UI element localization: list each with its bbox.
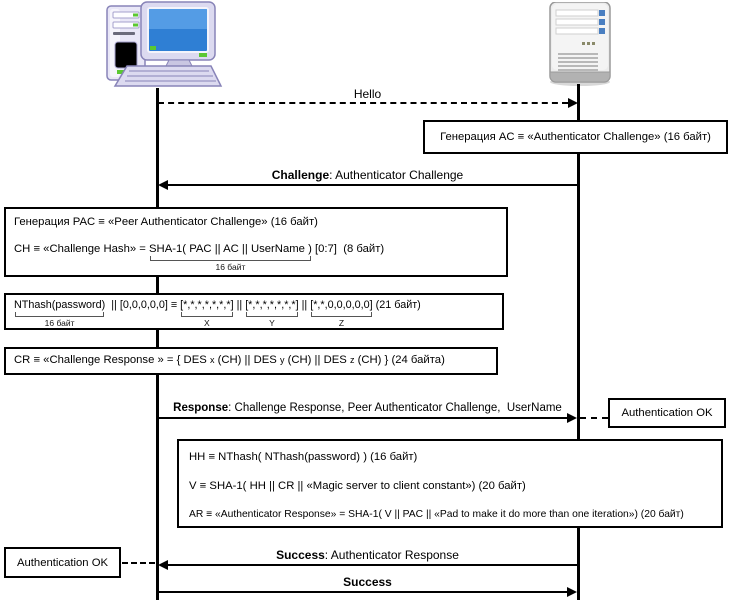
- success-final-message-label: Success: [343, 575, 392, 589]
- success-final-arrowhead: [567, 587, 577, 597]
- sha1-underbrace-group: SHA-1( PAC || AC || UserName )16 байт: [149, 243, 312, 272]
- challenge-message-label: Challenge: Authenticator Challenge: [271, 168, 464, 182]
- response-arrow-line: [158, 417, 568, 419]
- nthash-underbrace-group: NThash(password)16 байт: [14, 299, 106, 328]
- response-arrowhead: [567, 413, 577, 423]
- ac-generation-box: Генерация AC ≡ «Authenticator Challenge»…: [423, 120, 728, 154]
- underbrace: [15, 312, 105, 317]
- hello-arrowhead: [568, 98, 578, 108]
- hello-arrow-line: [158, 102, 568, 104]
- challenge-arrow-line: [162, 184, 577, 186]
- success-auth-arrowhead: [158, 560, 168, 570]
- ch-line: CH ≡ «Challenge Hash» = SHA-1( PAC || AC…: [14, 243, 385, 272]
- server-lifeline: [577, 84, 580, 600]
- challenge-arrowhead: [158, 180, 168, 190]
- success-final-arrow-line: [158, 591, 568, 593]
- authok-client-connector: [122, 562, 155, 564]
- response-authok-connector: [580, 417, 608, 419]
- underbrace: [246, 312, 298, 317]
- underbrace: [150, 256, 311, 261]
- hello-message-label: Hello: [353, 87, 382, 101]
- z-underbrace-group: [*,*,0,0,0,0,0]Z: [310, 299, 373, 328]
- success-auth-message-label: Success: Authenticator Response: [276, 548, 459, 562]
- ar-line: AR ≡ «Authenticator Response» = SHA-1( V…: [189, 509, 684, 520]
- underbrace: [311, 312, 372, 317]
- auth-ok-server-box: Authentication OK: [608, 398, 726, 428]
- client-lifeline: [156, 88, 159, 600]
- y-underbrace-group: [*,*,*,*,*,*,*]Y: [245, 299, 299, 328]
- auth-ok-client-box: Authentication OK: [4, 547, 121, 578]
- server-calc-box: HH ≡ NThash( NThash(password) ) (16 байт…: [177, 439, 723, 528]
- hh-line: HH ≡ NThash( NThash(password) ) (16 байт…: [189, 451, 418, 463]
- client-computer-icon: [106, 1, 223, 87]
- pac-ch-box: Генерация PAC ≡ «Peer Authenticator Chal…: [4, 207, 508, 277]
- success-auth-arrow-line: [162, 564, 577, 566]
- nthash-line: NThash(password)16 байт || [0,0,0,0,0] ≡…: [14, 299, 421, 328]
- server-icon: [549, 2, 611, 86]
- response-message-label: Response: Challenge Response, Peer Authe…: [173, 402, 562, 414]
- x-underbrace-group: [*,*,*,*,*,*,*]X: [180, 299, 234, 328]
- cr-box: CR ≡ «Challenge Response » = { DES x (CH…: [4, 347, 498, 375]
- underbrace: [181, 312, 233, 317]
- cr-line: CR ≡ «Challenge Response » = { DES x (CH…: [14, 354, 445, 366]
- nthash-box: NThash(password)16 байт || [0,0,0,0,0] ≡…: [4, 293, 504, 330]
- v-line: V ≡ SHA-1( HH || CR || «Magic server to …: [189, 480, 526, 492]
- pac-line: Генерация PAC ≡ «Peer Authenticator Chal…: [14, 216, 318, 228]
